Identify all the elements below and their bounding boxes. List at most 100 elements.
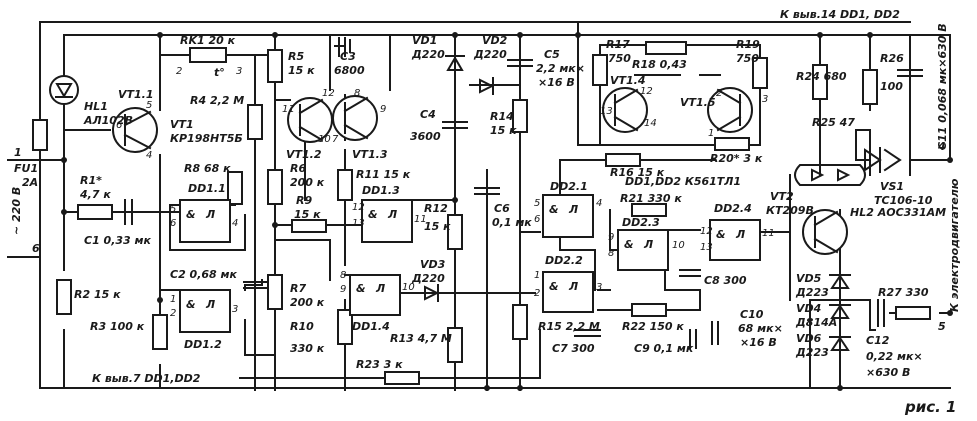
capacitor-c2 [243, 281, 267, 289]
resistor-r22 [631, 303, 667, 317]
pin-label: 13 [600, 106, 613, 117]
label-pin5: 5 [938, 320, 946, 333]
pin-label: 3 [232, 304, 238, 315]
label-r17-val: 750 [608, 52, 631, 65]
resistor-r15 [512, 304, 528, 340]
label-r21: R21 330 к [620, 192, 682, 205]
label-r5-val: 15 к [288, 64, 315, 77]
label-r9: R9 [296, 194, 312, 207]
resistor-r5 [267, 49, 283, 83]
diode-vd3 [424, 284, 440, 302]
label-r2: R2 15 к [74, 288, 121, 301]
pin-label: 9 [340, 284, 346, 295]
label-vt1-1: VT1.1 [118, 88, 154, 101]
label-pin4: 4 [937, 140, 946, 153]
label-r11: R11 15 к [356, 168, 411, 181]
gate-dd2-4 [709, 219, 761, 261]
label-c4-val: 3600 [410, 130, 441, 143]
resistor-r21 [631, 203, 667, 217]
resistor-r20 [714, 137, 750, 151]
label-r12: R12 [424, 202, 448, 215]
pin-label: 8 [340, 270, 346, 281]
pin-label: 10 [402, 282, 415, 293]
label-vd1: VD1 [412, 34, 437, 47]
svg-text:Л: Л [568, 203, 578, 216]
svg-text:&: & [368, 208, 378, 221]
pin-label: 9 [380, 104, 386, 115]
transistors [112, 87, 848, 255]
pin-label: 14 [644, 118, 657, 129]
label-out: К электродвигателю [948, 178, 961, 312]
label-c3-val: 6800 [334, 64, 365, 77]
pin-label: 4 [146, 150, 152, 161]
label-c6-val: 0,1 мк [492, 216, 532, 229]
label-r26: R26 [880, 52, 904, 65]
label-r14: R14 [490, 110, 514, 123]
resistor-r4 [247, 104, 263, 140]
label-r6: R6 [290, 162, 306, 175]
label-r6-val: 200 к [290, 176, 325, 189]
pin-label: 8 [354, 88, 360, 99]
label-chips: DD1,DD2 К561ТЛ1 [625, 175, 741, 188]
logic-gates: &Л &Л &Л &Л &Л &Л &Л &Л [179, 194, 761, 333]
resistor-r7 [267, 274, 283, 310]
transistor-vt1-5 [707, 87, 753, 133]
label-r24: R24 680 [796, 70, 847, 83]
pin-label: 10 [318, 134, 331, 145]
label-r16: R16 15 к [610, 166, 665, 179]
resistors [32, 41, 931, 385]
svg-text:&: & [549, 203, 559, 216]
pin-label: 5 [534, 198, 540, 209]
pin-label: 9 [608, 232, 614, 243]
label-vt1-5: VT1.5 [680, 96, 716, 109]
resistor-r6 [267, 169, 283, 205]
resistor-r9 [291, 219, 327, 233]
label-dd1-4: DD1.4 [352, 320, 390, 333]
pin-label: 12 [640, 86, 653, 97]
diode-vd6 [829, 336, 851, 351]
pin-label: 13 [352, 218, 365, 229]
label-t: t° [214, 66, 225, 79]
diodes [49, 55, 902, 351]
resistor-r25 [855, 129, 871, 161]
capacitor-c8 [679, 269, 701, 277]
label-hl1-type: АЛ102В [83, 114, 133, 127]
pin-label: 5 [146, 100, 152, 111]
labels: ~ 220 В 1 6 FU1 2A 4 5 К электродвигател… [10, 8, 961, 416]
pin-label: 2 [170, 308, 176, 319]
label-r1-val: 4,7 к [79, 188, 111, 201]
figure-label: рис. 1 [904, 398, 957, 416]
resistor-r10 [337, 309, 353, 345]
label-mains: ~ 220 В [10, 187, 23, 235]
label-supply-top: К выв.14 DD1, DD2 [780, 8, 900, 21]
label-vt2: VT2 [770, 190, 794, 203]
label-c11: C11 0,068 мк×630 В [936, 23, 949, 150]
label-dd1-3: DD1.3 [362, 184, 400, 197]
label-c10-val: 68 мк× [738, 322, 783, 335]
label-r13: R13 4,7 М [390, 332, 452, 345]
label-r4: R4 2,2 М [190, 94, 244, 107]
label-dd2-3: DD2.3 [622, 216, 660, 229]
resistor-r14 [512, 99, 528, 133]
label-hl1: HL1 [84, 100, 108, 113]
label-fu1: FU1 [14, 162, 38, 175]
label-r15: R15 2,2 М [538, 320, 600, 333]
capacitor-c3 [329, 39, 351, 53]
pin-label: 1 [170, 294, 176, 305]
label-c12-val: 0,22 мк× [866, 350, 923, 363]
label-vs1-type: ТС106-10 [874, 194, 933, 207]
gate-dd1-1 [179, 199, 231, 243]
label-c10: C10 [740, 308, 764, 321]
resistor-r11 [337, 169, 353, 201]
label-vd5-type: Д223 [795, 286, 829, 299]
resistor-r8 [227, 171, 243, 205]
label-vt1: VT1 [170, 118, 194, 131]
capacitor-c12 [877, 299, 885, 327]
pin-label: 2 [176, 66, 182, 77]
label-c7: C7 300 [552, 342, 595, 355]
label-pin1: 1 [14, 146, 22, 159]
gate-dd2-1 [542, 194, 594, 238]
capacitor-c5 [507, 59, 533, 67]
diode-vd5 [829, 274, 851, 289]
